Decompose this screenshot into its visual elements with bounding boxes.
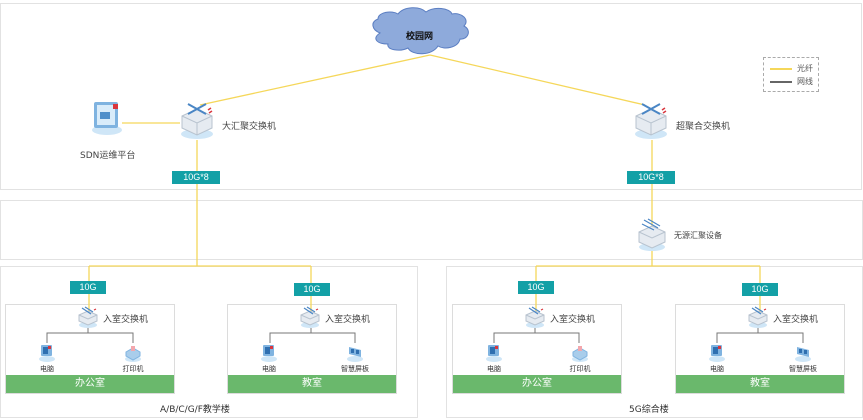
- building-label-teaching: A/B/C/G/F教学楼: [160, 405, 230, 415]
- cloud-label: 校园网: [406, 32, 434, 42]
- cable-line-swatch: [770, 80, 792, 83]
- device-label: 电脑: [487, 365, 501, 373]
- device-label: 打印机: [122, 365, 144, 373]
- passive-device-label: 无源汇聚设备: [674, 231, 722, 240]
- sdn-label: SDN运维平台: [80, 151, 136, 161]
- room-link-badge: 10G: [518, 281, 554, 294]
- uplink-badge-right: 10G*8: [627, 171, 675, 184]
- access-switch-label: 入室交换机: [773, 315, 819, 325]
- device-label: 电脑: [262, 365, 276, 373]
- smart-board-icon[interactable]: [794, 343, 812, 363]
- computer-icon[interactable]: [260, 343, 278, 363]
- computer-icon[interactable]: [708, 343, 726, 363]
- access-switch-icon[interactable]: [77, 305, 99, 329]
- building-label-5g: 5G综合楼: [629, 405, 669, 415]
- access-switch-icon[interactable]: [747, 305, 769, 329]
- printer-icon[interactable]: [124, 343, 142, 363]
- core-switch-icon[interactable]: [178, 98, 216, 140]
- device-label: 智慧屏板: [789, 365, 817, 373]
- device-label: 电脑: [710, 365, 724, 373]
- device-label: 电脑: [40, 365, 54, 373]
- legend-item-fiber: 光纤: [770, 63, 813, 74]
- room-office-teaching: 办公室: [5, 304, 175, 394]
- legend-label: 光纤: [797, 64, 813, 73]
- access-switch-label: 入室交换机: [103, 315, 149, 325]
- access-switch-icon[interactable]: [524, 305, 546, 329]
- room-link-badge: 10G: [742, 283, 778, 296]
- uplink-badge-left: 10G*8: [172, 171, 220, 184]
- smart-board-icon[interactable]: [346, 343, 364, 363]
- device-label: 智慧屏板: [341, 365, 369, 373]
- room-link-badge: 10G: [294, 283, 330, 296]
- access-switch-label: 入室交换机: [325, 315, 371, 325]
- server-platform-icon[interactable]: [89, 98, 125, 136]
- legend-item-cable: 网线: [770, 76, 813, 87]
- printer-icon[interactable]: [571, 343, 589, 363]
- room-link-badge: 10G: [70, 281, 106, 294]
- computer-icon[interactable]: [38, 343, 56, 363]
- access-switch-icon[interactable]: [299, 305, 321, 329]
- passive-device-icon[interactable]: [636, 216, 668, 252]
- device-label: 打印机: [569, 365, 591, 373]
- room-label: 办公室: [6, 375, 174, 393]
- legend: 光纤 网线: [763, 57, 819, 92]
- aggregation-layer-panel: [0, 200, 863, 260]
- room-label: 教室: [228, 375, 396, 393]
- aggregation-right-label: 超聚合交换机: [676, 122, 731, 132]
- room-label: 教室: [676, 375, 844, 393]
- access-switch-label: 入室交换机: [550, 315, 596, 325]
- computer-icon[interactable]: [485, 343, 503, 363]
- legend-label: 网线: [797, 77, 813, 86]
- room-label: 办公室: [453, 375, 621, 393]
- fiber-line-swatch: [770, 67, 792, 70]
- aggregation-left-label: 大汇聚交换机: [222, 122, 277, 132]
- core-switch-icon[interactable]: [632, 98, 670, 140]
